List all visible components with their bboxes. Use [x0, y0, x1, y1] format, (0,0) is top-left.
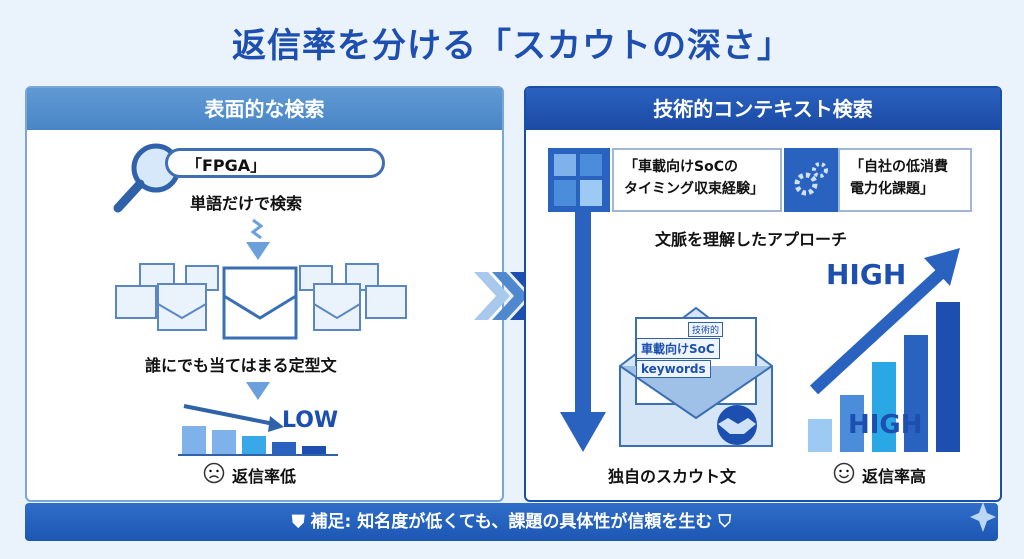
low-label: LOW [282, 408, 339, 433]
sparkle-icon [970, 502, 996, 532]
long-down-arrow-icon [560, 212, 606, 452]
context-card-1-line2: タイミング収束経験」 [624, 181, 764, 197]
bar-1 [212, 430, 236, 454]
bar-4 [936, 302, 960, 452]
footer-note: ⛊ 補足: 知名度が低くても、課題の具体性が信頼を生む ⛉ [25, 503, 998, 541]
bar-0 [808, 419, 832, 452]
search-caption: 単語だけで検索 [190, 194, 303, 213]
shield-check-icon: ⛉ [718, 512, 732, 532]
down-arrow-icon-2 [246, 382, 270, 400]
tag-automotive: 車載向けSoC [636, 338, 720, 359]
template-caption: 誰にでも当てはまる定型文 [145, 356, 337, 375]
search-query-field: 「FPGA」 [165, 148, 385, 178]
context-card-2: 「自社の低消費 電力化課題」 [838, 148, 972, 212]
smile-face-icon [833, 462, 855, 484]
down-arrow-icon [246, 218, 270, 260]
tag-technical: 技術的 [688, 322, 724, 337]
template-envelopes-icon [115, 263, 407, 340]
low-reply-chart [178, 404, 338, 456]
handshake-icon [717, 405, 757, 445]
shield-icon: ⛊ [291, 512, 311, 532]
context-caption: 文脈を理解したアプローチ [655, 230, 848, 249]
bar-3 [272, 442, 296, 454]
scout-caption: 独自のスカウト文 [608, 467, 737, 486]
bar-1 [840, 395, 864, 452]
sad-face-icon [203, 462, 225, 484]
panel-header-left: 表面的な検索 [27, 88, 502, 130]
context-card-1-line1: 「車載向けSoCの [624, 159, 738, 175]
context-card-1: 「車載向けSoCの タイミング収束経験」 [612, 148, 782, 212]
page-title: 返信率を分ける「スカウトの深さ」 [232, 26, 792, 66]
context-card-2-line2: 電力化課題」 [850, 181, 934, 197]
bar-2 [872, 362, 896, 452]
gears-icon [784, 148, 838, 212]
panel-header-right: 技術的コンテキスト検索 [526, 88, 1000, 130]
high-label-mid: HIGH [848, 410, 923, 440]
low-result: 返信率低 [232, 467, 297, 486]
bar-3 [904, 335, 928, 452]
puzzle-icon [548, 148, 610, 212]
bar-0 [182, 426, 206, 454]
footer-text: 補足: 知名度が低くても、課題の具体性が信頼を生む [310, 512, 713, 532]
bar-4 [302, 446, 326, 454]
high-reply-chart [808, 248, 960, 452]
context-card-2-line1: 「自社の低消費 [850, 159, 948, 175]
high-label-top: HIGH [826, 258, 907, 291]
tag-keywords: keywords [636, 360, 711, 378]
high-result: 返信率高 [862, 467, 927, 486]
bar-2 [242, 436, 266, 454]
